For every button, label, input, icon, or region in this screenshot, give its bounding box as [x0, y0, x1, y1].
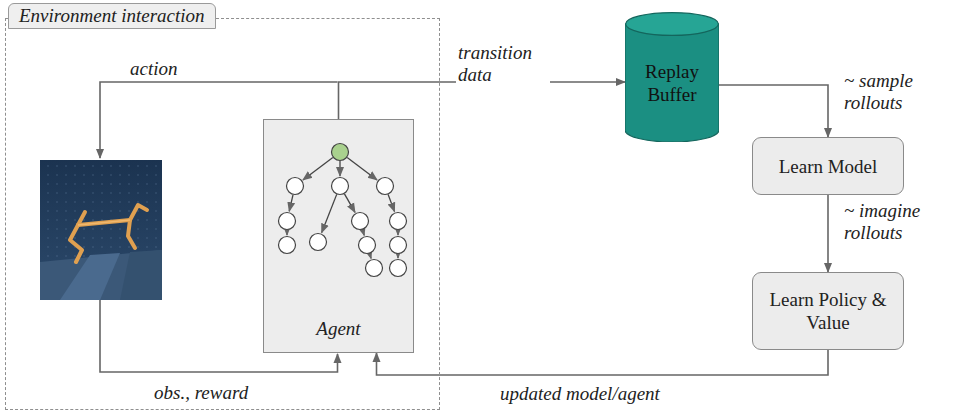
connector-arrow [719, 85, 828, 137]
node-text: Environment interaction [19, 5, 205, 27]
tree-link [339, 161, 340, 176]
tree-link [303, 157, 333, 180]
tree-node [352, 213, 369, 230]
edge-label: ~ imagine rollouts [842, 200, 956, 244]
environment-picture [40, 160, 162, 300]
edge-label: transition data [456, 42, 550, 86]
tree-link [363, 230, 365, 236]
wire-label: action [128, 58, 180, 80]
tree-link [388, 194, 394, 211]
edge-label: updated model/agent [498, 383, 662, 405]
environment-frame: Environment interactionAgent [5, 18, 440, 410]
tree-link [286, 230, 287, 235]
tree-node [390, 237, 407, 254]
tree-node [366, 260, 383, 277]
tree-link [370, 254, 371, 259]
tree-node [279, 237, 296, 254]
connector-arrow [377, 350, 829, 375]
tree-node [390, 260, 407, 277]
wire-label: obs., reward [152, 382, 250, 404]
tree-node [332, 144, 349, 161]
connector-arrow [827, 195, 829, 272]
tree-link [347, 157, 377, 180]
process-box: Learn Model [752, 137, 904, 195]
tree-node [279, 213, 296, 230]
tree-node [332, 178, 349, 195]
cylinder-top [626, 13, 719, 36]
tree-node [390, 213, 407, 230]
tree-node [359, 237, 376, 254]
tree-link [344, 194, 355, 213]
node-text: Learn Model [779, 155, 878, 178]
tree-link [289, 195, 293, 211]
node-text: Replay Buffer [629, 60, 715, 106]
tree-link [397, 230, 398, 235]
tree-link [322, 194, 337, 232]
frame-tab: Environment interaction [8, 3, 216, 29]
edge-label: ~ sample rollouts [842, 70, 956, 114]
node-text: Agent [264, 318, 413, 340]
node-text: Learn Policy & Value [761, 288, 895, 334]
tree-node [377, 178, 394, 195]
tree-node [310, 234, 327, 251]
cylinder-body [625, 24, 719, 142]
agent-box: Agent [263, 119, 414, 353]
connector-arrow [339, 82, 626, 119]
tree-link [397, 254, 398, 258]
tree-node [287, 178, 304, 195]
replay-buffer-cylinder: Replay Buffer [625, 12, 719, 142]
process-box: Learn Policy & Value [752, 272, 904, 350]
